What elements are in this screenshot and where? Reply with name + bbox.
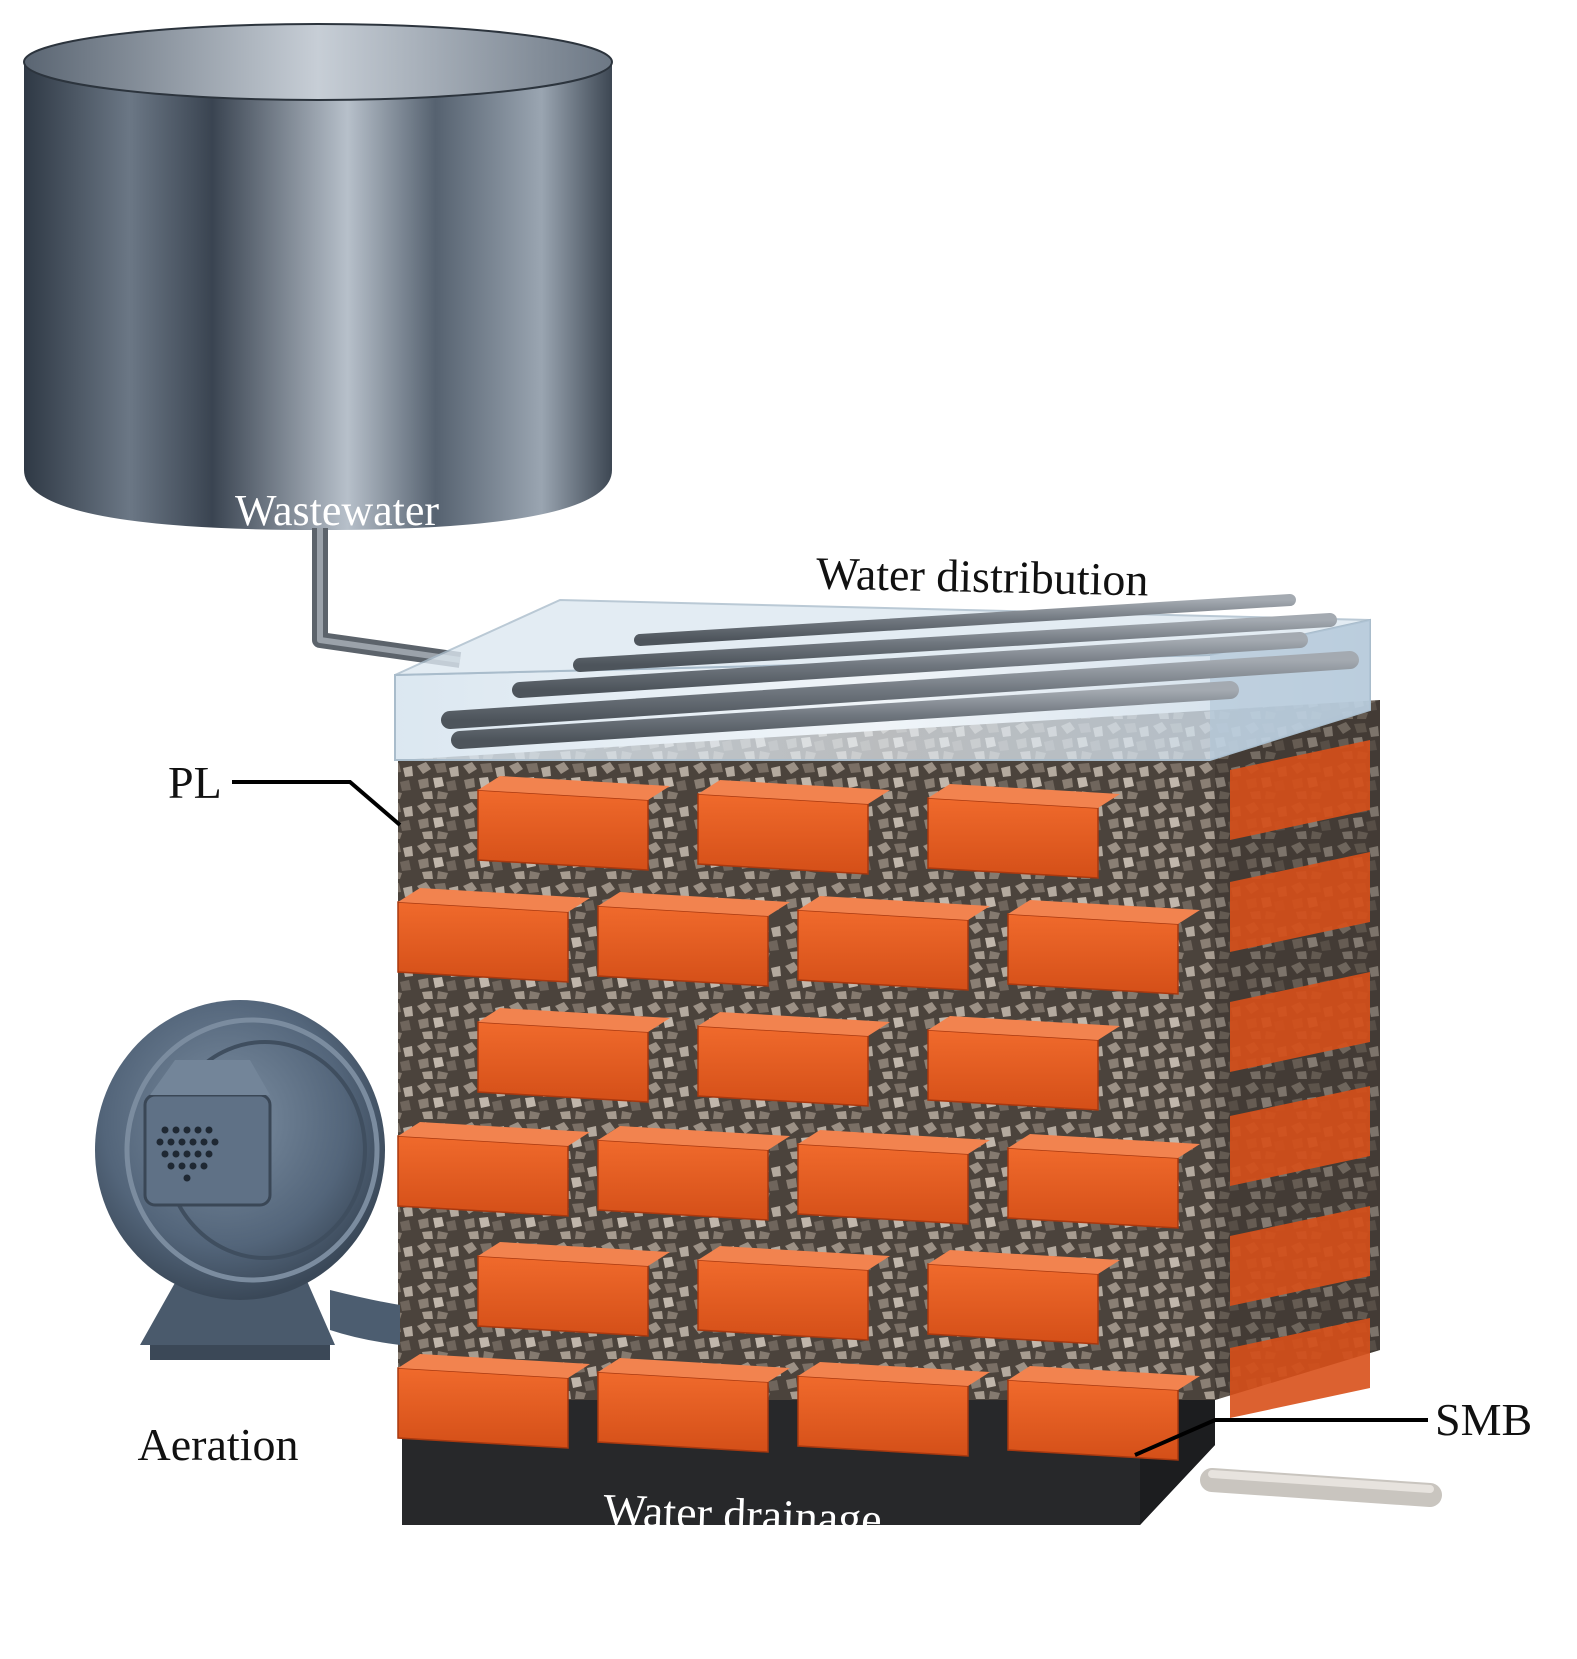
brick-top xyxy=(478,776,670,800)
brick xyxy=(697,793,869,875)
vent-hole xyxy=(205,1126,213,1134)
brick-top xyxy=(928,1016,1120,1040)
brick xyxy=(797,1143,969,1225)
brick-top xyxy=(698,780,890,804)
vent-hole xyxy=(178,1162,186,1170)
brick xyxy=(927,1029,1099,1111)
brick xyxy=(477,789,649,871)
brick xyxy=(397,1135,569,1217)
wastewater-tank-icon xyxy=(23,23,613,530)
brick-top xyxy=(598,1126,790,1150)
brick-top xyxy=(398,1354,590,1378)
brick-side xyxy=(1230,1086,1370,1186)
vent-hole xyxy=(178,1138,186,1146)
brick-top xyxy=(398,888,590,912)
brick-top xyxy=(798,1362,990,1386)
brick xyxy=(597,1139,769,1221)
brick-top xyxy=(1008,1134,1200,1158)
brick xyxy=(477,1255,649,1337)
brick xyxy=(927,797,1099,879)
inlet-pipe-icon xyxy=(312,528,462,668)
brick xyxy=(397,901,569,983)
brick-top xyxy=(598,1358,790,1382)
vent-hole xyxy=(194,1150,202,1158)
vent-hole xyxy=(200,1138,208,1146)
drain-pipe-icon xyxy=(1200,1468,1442,1507)
brick-side xyxy=(1230,1318,1370,1418)
brick xyxy=(397,1367,569,1449)
brick-top xyxy=(1008,1366,1200,1390)
brick-top xyxy=(698,1246,890,1270)
brick-top xyxy=(698,1012,890,1036)
brick xyxy=(597,905,769,987)
brick-top xyxy=(398,1122,590,1146)
label-water-drainage: Water drainage xyxy=(602,1484,882,1545)
aeration-blower-icon xyxy=(95,1000,400,1360)
vent-hole xyxy=(183,1150,191,1158)
brick xyxy=(797,1375,969,1457)
vent-hole xyxy=(161,1126,169,1134)
vent-hole xyxy=(167,1162,175,1170)
brick-side xyxy=(1230,1206,1370,1306)
brick xyxy=(1007,1147,1179,1229)
brick-top xyxy=(928,784,1120,808)
vent-hole xyxy=(183,1174,191,1182)
brick-top xyxy=(798,1130,990,1154)
distribution-pipes-icon xyxy=(441,594,1359,749)
brick-top xyxy=(478,1008,670,1032)
vent-hole xyxy=(189,1162,197,1170)
brick-side xyxy=(1230,740,1370,840)
brick-top xyxy=(598,892,790,916)
blower-vents xyxy=(156,1126,219,1182)
label-water-distribution: Water distribution xyxy=(816,548,1149,606)
vent-hole xyxy=(189,1138,197,1146)
brick-side xyxy=(1230,852,1370,952)
water-distribution-box xyxy=(394,594,1371,761)
brick xyxy=(697,1025,869,1107)
vent-hole xyxy=(205,1150,213,1158)
brick xyxy=(1007,913,1179,995)
vent-hole xyxy=(161,1150,169,1158)
vent-hole xyxy=(194,1126,202,1134)
brick xyxy=(697,1259,869,1341)
vent-hole xyxy=(183,1126,191,1134)
vent-hole xyxy=(211,1138,219,1146)
vent-hole xyxy=(172,1126,180,1134)
vent-hole xyxy=(156,1138,164,1146)
label-aeration: Aeration xyxy=(138,1419,299,1470)
vent-hole xyxy=(200,1162,208,1170)
brick-side xyxy=(1230,972,1370,1072)
vent-hole xyxy=(167,1138,175,1146)
brick-top xyxy=(798,896,990,920)
brick-top xyxy=(1008,900,1200,924)
label-smb: SMB xyxy=(1435,1394,1532,1445)
brick-top xyxy=(478,1242,670,1266)
brick xyxy=(927,1263,1099,1345)
brick xyxy=(797,909,969,991)
label-pl: PL xyxy=(168,757,222,808)
brick xyxy=(597,1371,769,1453)
brick-layers xyxy=(397,740,1370,1461)
brick xyxy=(477,1021,649,1103)
leader-lines xyxy=(232,780,1428,1457)
label-wastewater: Wastewater xyxy=(235,486,439,535)
brick-top xyxy=(928,1250,1120,1274)
vent-hole xyxy=(172,1150,180,1158)
